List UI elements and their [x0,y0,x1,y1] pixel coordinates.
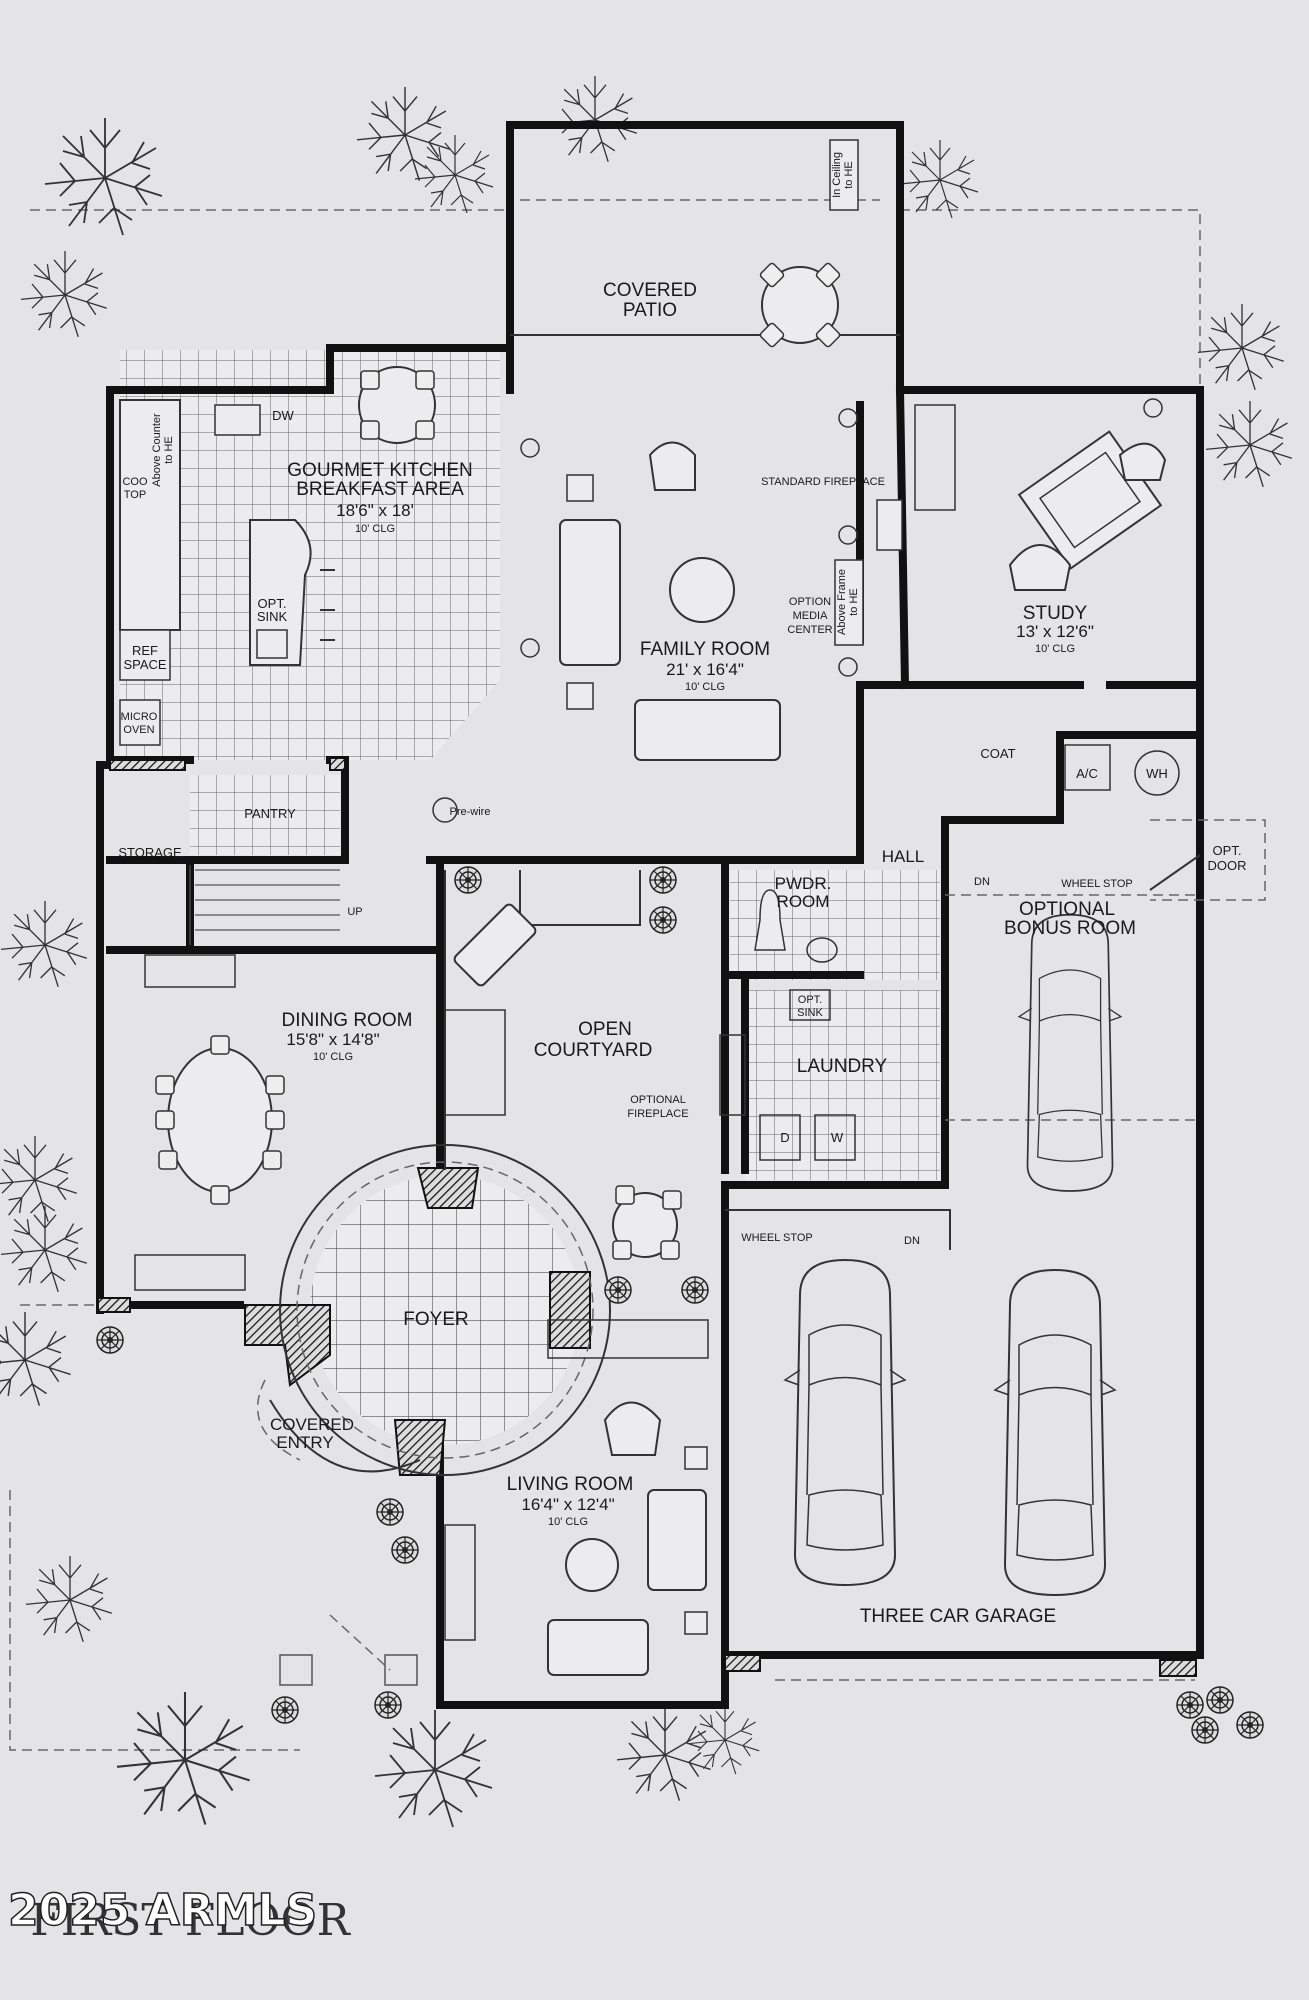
ac-label: A/C [1076,766,1098,781]
watermark: 2025 ARMLS [8,1885,317,1936]
standard-fireplace-label: STANDARD FIREPLACE [761,476,885,488]
water-heater-label: WH [1146,766,1168,781]
tree-icon [688,1703,760,1775]
study-ceiling: 10' CLG [1035,643,1075,655]
shrub-icon [96,1326,124,1354]
tree-icon [0,1135,78,1223]
dining-room-label: DINING ROOM [282,1010,413,1031]
kitchen-ceiling: 10' CLG [355,523,395,535]
tree-icon [0,900,88,988]
tree-icon [356,86,452,182]
shrub-icon [271,1696,299,1724]
stairs-up-label: UP [347,906,362,918]
living-room-ceiling: 10' CLG [548,1516,588,1528]
shrub-icon [1191,1716,1219,1744]
tree-icon [899,139,979,219]
car-icon [994,1269,1116,1596]
laundry-label: LAUNDRY [797,1056,888,1077]
shrub-icon [391,1536,419,1564]
hall-label: HALL [882,847,925,866]
powder-room-label: PWDR.ROOM [775,874,832,911]
family-room-dims: 21' x 16'4" [666,660,744,679]
family-room-label: FAMILY ROOM [640,639,770,660]
opt-door-label: OPT.DOOR [1208,843,1247,873]
tree-icon [0,1311,72,1407]
tree-icon [44,117,163,236]
storage-label: STORAGE [118,845,182,860]
pantry-label: PANTRY [244,806,296,821]
dining-room-ceiling: 10' CLG [313,1051,353,1063]
tree-icon [25,1555,113,1643]
kitchen-dims: 18'6" x 18' [336,501,414,520]
tree-icon [20,250,108,338]
shrub-icon [374,1691,402,1719]
living-room-dims: 16'4" x 12'4" [521,1495,614,1514]
tree-icon [115,1690,251,1826]
dishwasher-label: DW [272,408,294,423]
garage-label: THREE CAR GARAGE [860,1606,1056,1627]
dining-room-dims: 15'8" x 14'8" [286,1030,379,1049]
tree-icon [0,1205,88,1293]
in-ceiling-label: In Ceilingto HE [831,152,855,198]
car-icon [1018,913,1122,1192]
laundry-sink-label: OPT.SINK [797,994,823,1019]
opt-sink-label: OPT.SINK [257,596,288,624]
sheet-title: FIRST FLOOR [30,1895,351,1946]
shrub-icon [1236,1711,1264,1739]
shrub-icon [1206,1686,1234,1714]
dn-garage: DN [904,1235,920,1247]
car-icon [784,1259,906,1586]
above-frame-label: Above Frameto HE [836,569,860,635]
foyer-label: FOYER [403,1309,468,1330]
shrub-icon [1176,1691,1204,1719]
stairs [189,865,340,945]
study-label: STUDY [1023,603,1088,624]
living-room-label: LIVING ROOM [507,1474,634,1495]
wheel-stop-garage: WHEEL STOP [741,1232,813,1244]
dn-bonus: DN [974,876,990,888]
tree-icon [1205,400,1293,488]
tree-icon [1197,303,1285,391]
tree-icon [414,134,494,214]
pre-wire-label: Pre-wire [450,806,491,818]
washer-label: W [831,1130,844,1145]
tree-icon [374,1709,493,1828]
shrub-icon [376,1498,404,1526]
above-counter-label: Above Counterto HE [151,413,175,487]
tree-icon [550,75,638,163]
wheel-stop-bonus: WHEEL STOP [1061,878,1133,890]
coat-label: COAT [980,746,1015,761]
tree-icon [616,1706,712,1802]
study-dims: 13' x 12'6" [1016,622,1094,641]
foyer-tile [310,1175,580,1445]
dryer-label: D [780,1130,789,1145]
family-room-ceiling: 10' CLG [685,681,725,693]
